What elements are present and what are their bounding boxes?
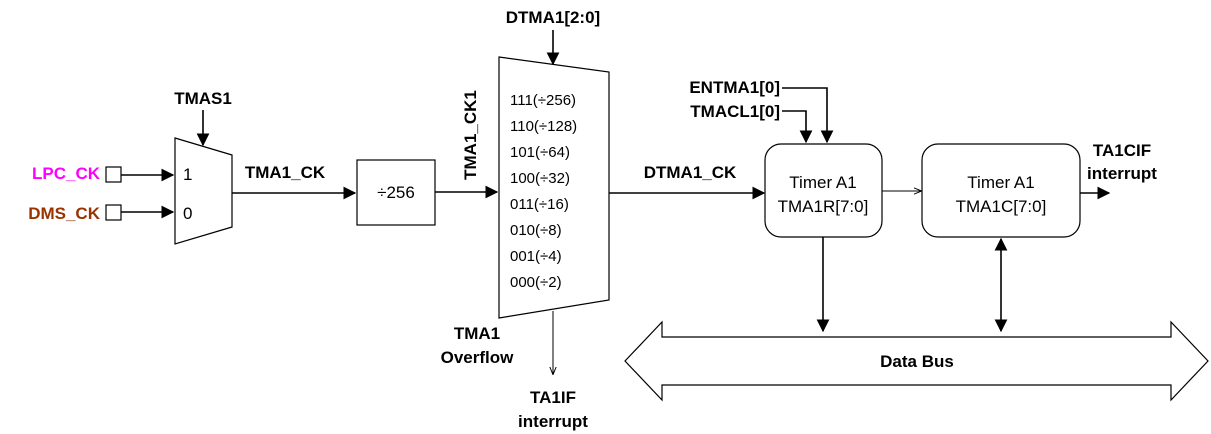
tmas1-label: TMAS1 (174, 89, 232, 108)
prescaler-option: 110(÷128) (510, 118, 577, 135)
lpc-ck-label: LPC_CK (32, 164, 101, 183)
ta1if-label-line2: interrupt (518, 412, 588, 431)
timer-r-label-line1: Timer A1 (789, 173, 856, 192)
dtma1-select-label: DTMA1[2:0] (506, 8, 600, 27)
ta1cif-label-line1: TA1CIF (1093, 141, 1151, 160)
prescaler-option: 101(÷64) (510, 144, 570, 161)
mux-input-0-label: 0 (183, 204, 192, 223)
ta1cif-label-line2: interrupt (1087, 164, 1157, 183)
tma1-ck-label: TMA1_CK (245, 163, 326, 182)
dms-ck-port (105, 204, 122, 221)
dms-ck-label: DMS_CK (28, 204, 101, 223)
dtma1-ck-label: DTMA1_CK (644, 163, 737, 182)
timer-c-label-line2: TMA1C[7:0] (956, 197, 1047, 216)
overflow-label-line1: TMA1 (454, 324, 500, 343)
tmacl1-wire (782, 110, 813, 144)
prescaler-option: 000(÷2) (510, 274, 562, 291)
timer-c-label-line1: Timer A1 (967, 173, 1034, 192)
prescaler-option: 011(÷16) (510, 196, 569, 213)
divide-256-label: ÷256 (377, 183, 415, 202)
ta1if-label-line1: TA1IF (530, 388, 576, 407)
prescaler-mux (498, 56, 610, 319)
timer-r-label-line2: TMA1R[7:0] (778, 197, 869, 216)
data-bus (624, 320, 1209, 402)
mux-input-1-label: 1 (183, 165, 192, 184)
prescaler-option: 100(÷32) (510, 170, 570, 187)
overflow-label-line2: Overflow (441, 348, 515, 367)
entma1-label: ENTMA1[0] (689, 78, 780, 97)
tma1-ck1-label: TMA1_CK1 (461, 90, 480, 180)
lpc-ck-port (105, 166, 122, 183)
tmacl1-label: TMACL1[0] (690, 102, 780, 121)
divide-256-block (356, 159, 436, 226)
entma1-wire (782, 87, 834, 144)
prescaler-option: 010(÷8) (510, 222, 562, 239)
timer-a1-compare-block (921, 143, 1081, 238)
clock-source-mux (174, 137, 233, 245)
prescaler-option: 001(÷4) (510, 248, 562, 265)
prescaler-option: 111(÷256) (510, 92, 576, 109)
data-bus-label: Data Bus (880, 352, 954, 371)
